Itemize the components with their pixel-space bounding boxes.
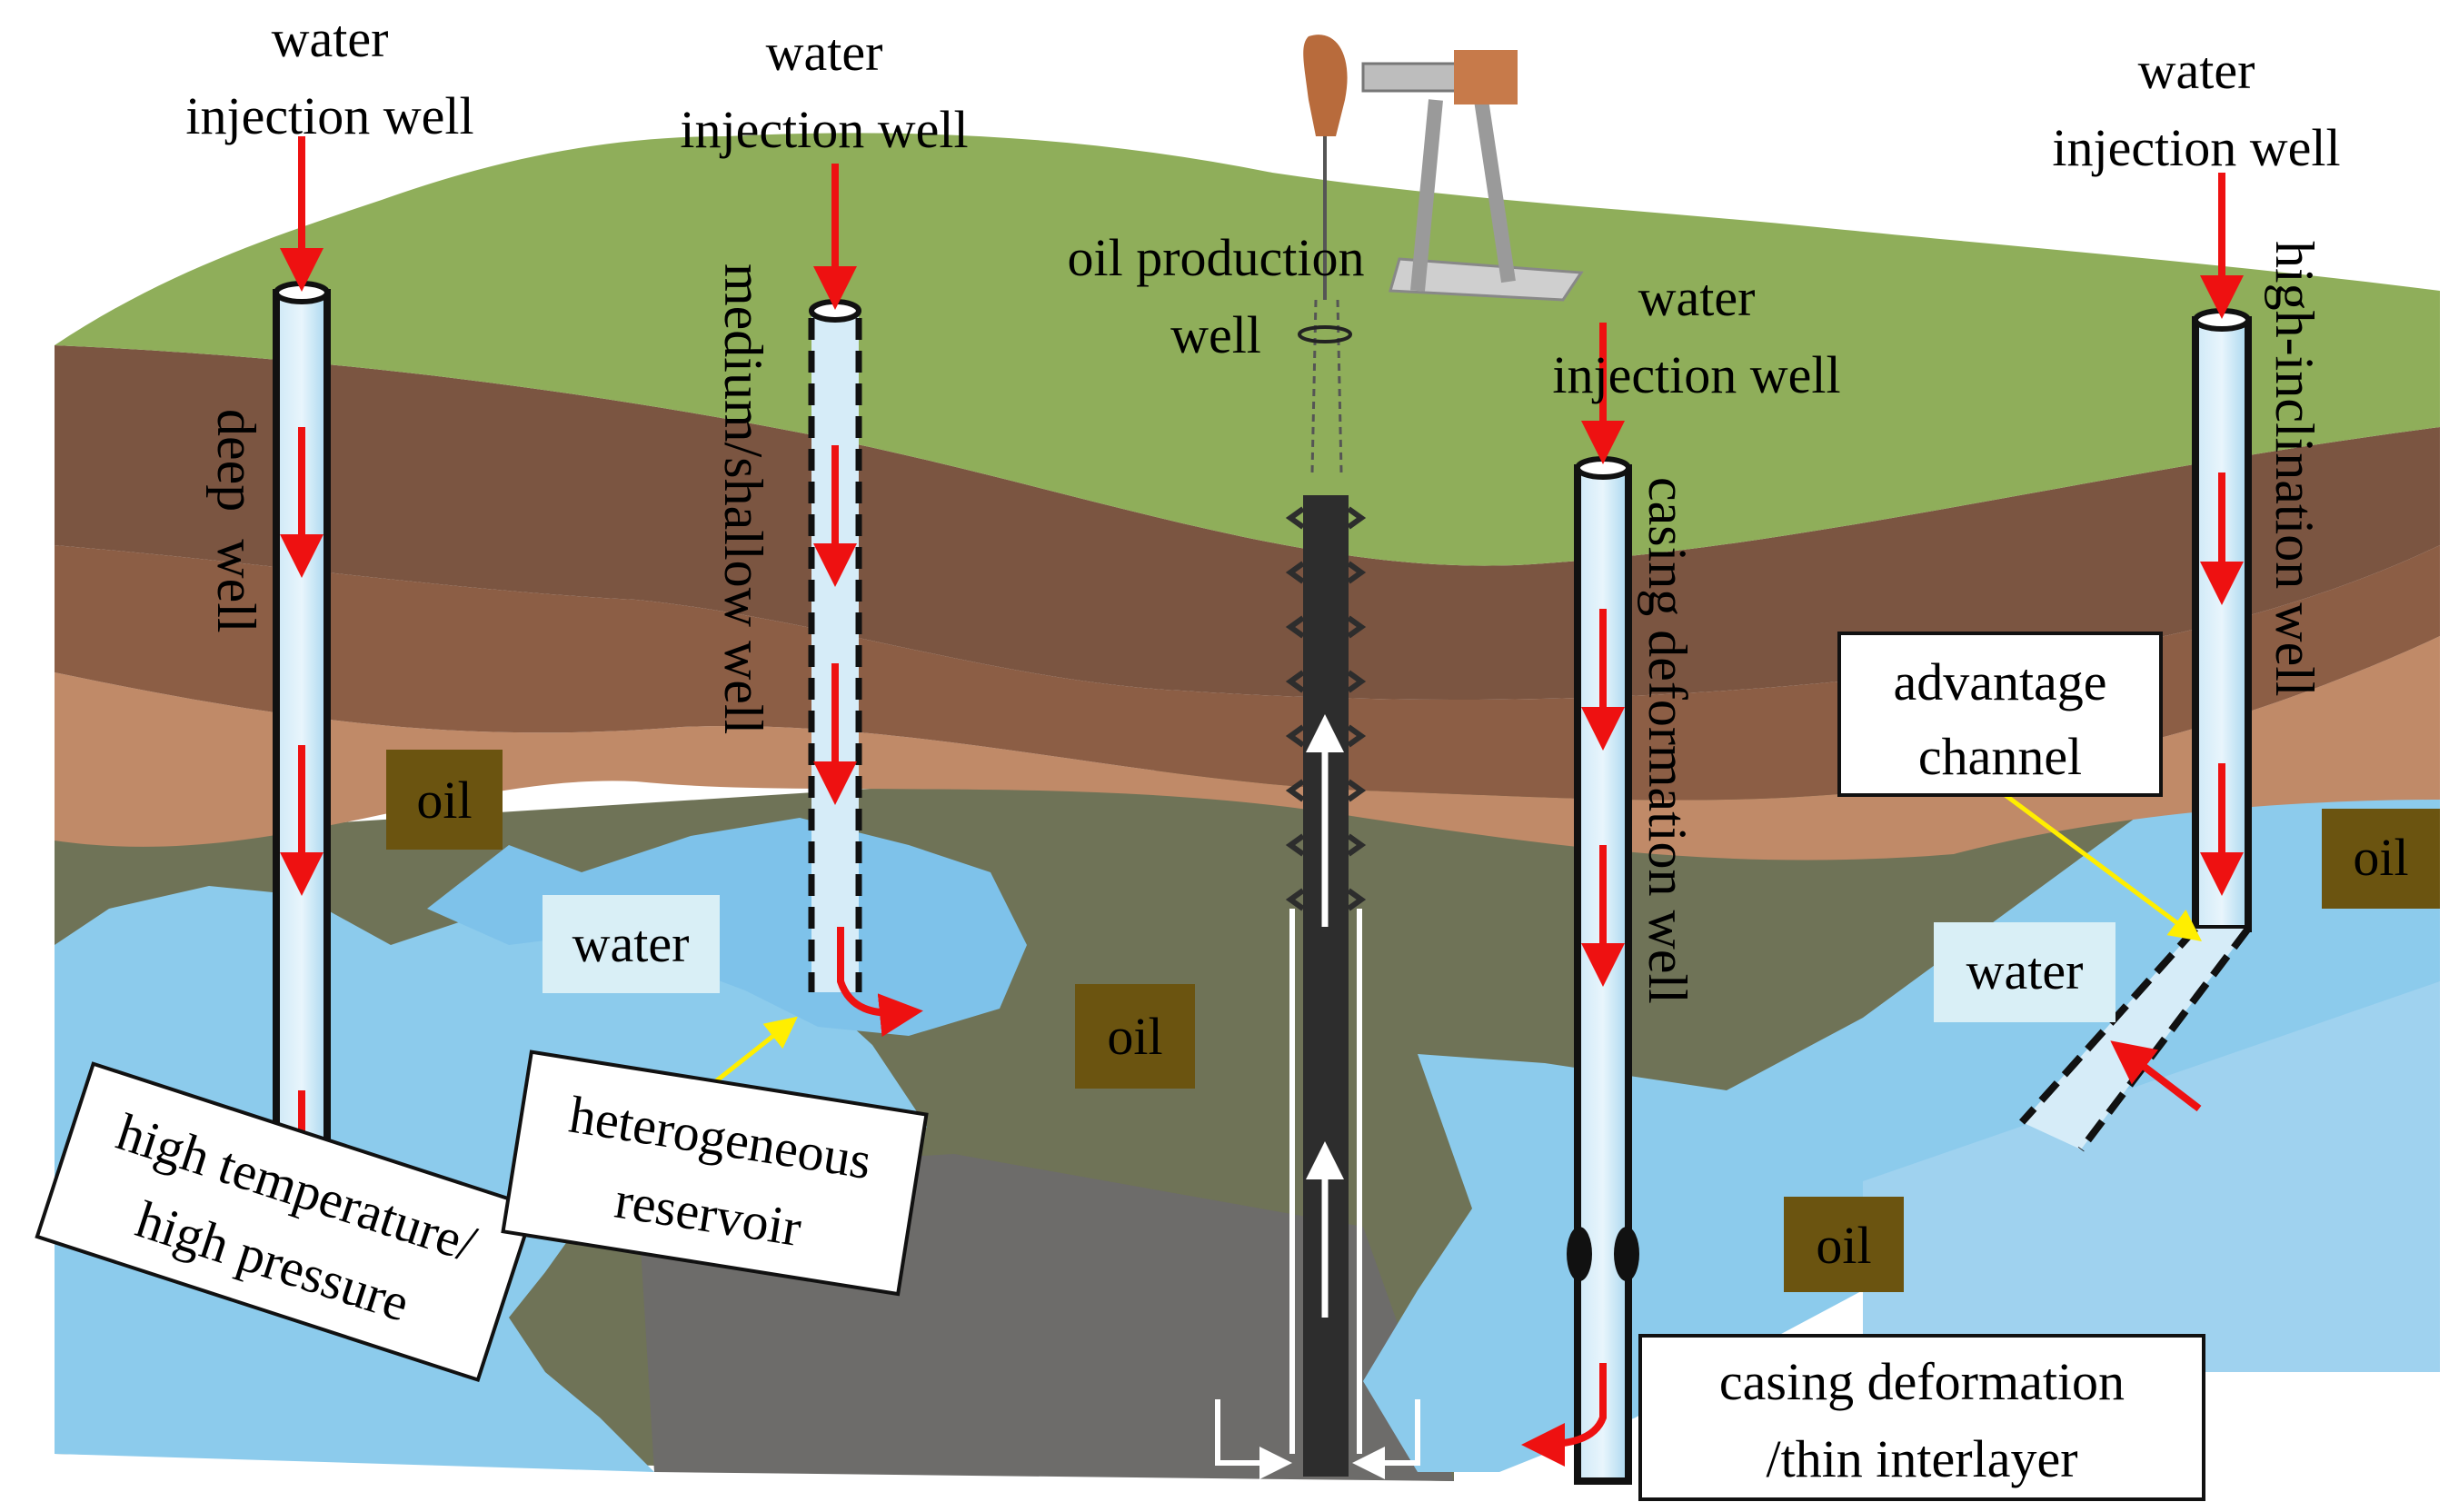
- injection-well-label: water injection well: [1552, 268, 1840, 404]
- flow-arrow: [2110, 1040, 2202, 1112]
- high-inclination-well: [2019, 173, 2252, 1152]
- svg-text:oil: oil: [1107, 1007, 1162, 1066]
- soil-layer-dark: [55, 345, 2440, 700]
- pointer-arrow: [1997, 788, 2203, 941]
- svg-text:water: water: [572, 914, 690, 973]
- production-inflow-arrow: [1215, 1399, 1292, 1479]
- svg-text:water: water: [766, 23, 883, 82]
- oil-label-box: oil: [1784, 1197, 1904, 1292]
- production-well: [1215, 299, 1420, 1479]
- deep-well-label: deep well: [206, 409, 266, 633]
- callout-casing-deformation: casing deformation /thin interlayer: [1638, 1334, 2205, 1501]
- svg-text:water: water: [2138, 41, 2255, 100]
- svg-text:channel: channel: [1918, 727, 2082, 786]
- callout-advantage-channel: advantage channel: [1837, 632, 2163, 797]
- casing-deformation-well: [1521, 323, 1639, 1485]
- oil-label-box: oil: [1075, 984, 1195, 1089]
- medium-shallow-well-label: medium/shallow well: [713, 264, 773, 734]
- callout-heterogeneous-reservoir: heterogeneous reservoir: [501, 1049, 929, 1297]
- svg-text:injection well: injection well: [185, 86, 473, 145]
- oil-label-box: oil: [2322, 809, 2440, 909]
- svg-text:casing deformation: casing deformation: [1719, 1352, 2125, 1411]
- svg-text:well: well: [1170, 305, 1261, 364]
- water-body-medium: [427, 818, 1027, 1036]
- svg-text:injection well: injection well: [1552, 345, 1840, 404]
- casing-deformation-bulge: [1567, 1227, 1592, 1281]
- inclined-section: [2022, 929, 2248, 1149]
- grass-surface: [55, 133, 2440, 566]
- production-inflow-arrow: [1352, 1399, 1420, 1479]
- svg-text:/thin interlayer: /thin interlayer: [1766, 1429, 2077, 1488]
- casing-deformation-bulge: [1614, 1227, 1639, 1281]
- svg-text:injection well: injection well: [680, 100, 968, 159]
- casing-deformation-well-label: casing deformation well: [1638, 477, 1697, 1004]
- injection-well-label: water injection well: [185, 9, 473, 145]
- svg-text:water: water: [1966, 941, 2084, 1000]
- svg-text:water: water: [1638, 268, 1756, 327]
- svg-text:advantage: advantage: [1893, 652, 2106, 711]
- pointer-arrow: [702, 1016, 798, 1092]
- injection-well-label: water injection well: [2052, 41, 2340, 177]
- oil-label-box: oil: [386, 750, 503, 850]
- svg-text:oil: oil: [1816, 1216, 1871, 1275]
- production-well-label: oil production well: [1067, 228, 1364, 364]
- svg-text:water: water: [272, 9, 389, 68]
- svg-text:oil: oil: [416, 771, 472, 830]
- high-inclination-well-label: high-inclination well: [2265, 241, 2325, 697]
- flow-arrow: [1521, 1363, 1607, 1467]
- svg-text:injection well: injection well: [2052, 118, 2340, 177]
- water-label-box: water: [543, 895, 720, 993]
- svg-text:oil production: oil production: [1067, 228, 1364, 287]
- injection-well-label: water injection well: [680, 23, 968, 159]
- svg-text:oil: oil: [2353, 828, 2408, 887]
- pump-jack-icon: [1303, 35, 1584, 302]
- water-body-right-lower: [1863, 981, 2440, 1372]
- water-label-box: water: [1934, 922, 2115, 1022]
- medium-shallow-well: [808, 164, 923, 1038]
- flow-arrow: [837, 927, 923, 1038]
- soil-layer-light: [55, 636, 2440, 860]
